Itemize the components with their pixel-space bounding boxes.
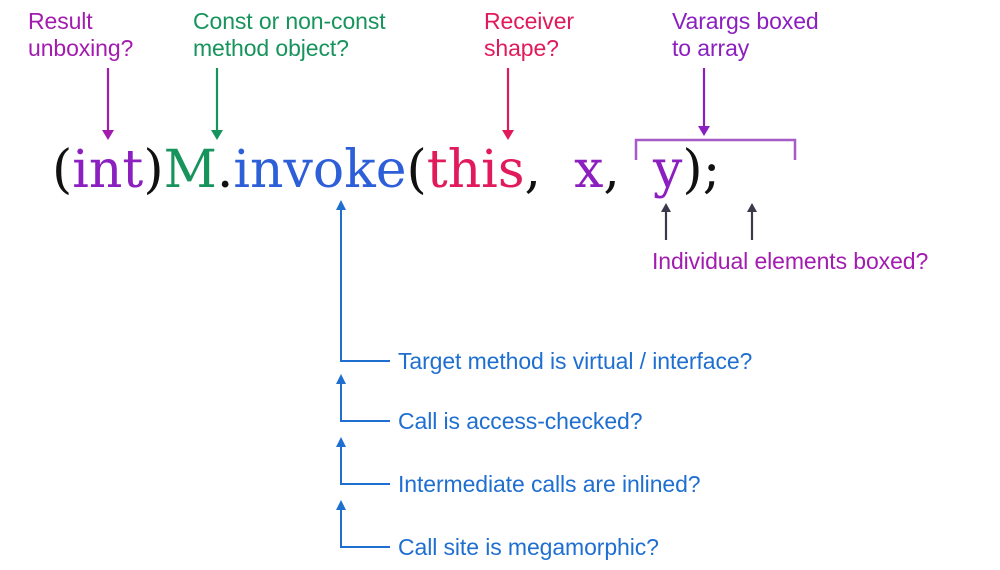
- code-token-10: ,: [603, 140, 637, 200]
- connector-call-site-megamorphic: [340, 509, 390, 548]
- connector-target-method-virtual-head: [336, 200, 346, 210]
- code-token-0: (: [52, 140, 73, 200]
- annotation-line: method object?: [193, 35, 349, 61]
- arrow-const-or-nonconst-head: [211, 130, 223, 140]
- connector-call-access-checked-head: [336, 374, 346, 384]
- connector-intermediate-calls-inlined-head: [336, 437, 346, 447]
- arrow-individual-element-0-head: [661, 203, 671, 212]
- connector-call-access-checked: [340, 383, 390, 422]
- arrow-result-unboxing-head: [102, 130, 114, 140]
- annotation-line: unboxing?: [28, 35, 134, 61]
- connector-call-site-megamorphic-head: [336, 500, 346, 510]
- code-token-7: this: [426, 140, 525, 200]
- arrow-individual-element-1-head: [747, 203, 757, 212]
- code-token-13: ;: [702, 140, 721, 200]
- annotation-individual-elements-boxed: Individual elements boxed?: [652, 248, 929, 274]
- annotation-call-site-megamorphic: Call site is megamorphic?: [398, 534, 659, 560]
- annotation-call-access-checked: Call is access-checked?: [398, 408, 643, 434]
- code-token-11: y: [636, 140, 683, 200]
- code-token-1: int: [72, 140, 144, 200]
- annotation-line: Const or non-const: [193, 8, 386, 34]
- code-expression: (int)M.invoke(this, x, y);: [52, 140, 720, 200]
- code-token-6: (: [406, 140, 427, 200]
- annotation-line: to array: [672, 35, 750, 61]
- code-token-5: invoke: [233, 140, 407, 200]
- connector-target-method-virtual: [340, 209, 390, 362]
- annotation-line: shape?: [484, 35, 559, 61]
- connector-intermediate-calls-inlined: [340, 446, 390, 485]
- annotation-line: Varargs boxed: [672, 8, 819, 34]
- code-token-3: M: [163, 140, 217, 200]
- annotation-target-method-virtual: Target method is virtual / interface?: [398, 348, 753, 374]
- code-token-2: ): [143, 140, 164, 200]
- annotation-line: Result: [28, 8, 93, 34]
- annotation-line: Receiver: [484, 8, 574, 34]
- code-token-4: .: [216, 140, 234, 200]
- code-token-9: x: [557, 140, 604, 200]
- annotation-intermediate-calls-inlined: Intermediate calls are inlined?: [398, 471, 701, 497]
- arrow-receiver-shape-head: [502, 130, 514, 140]
- code-token-12: ): [682, 140, 703, 200]
- code-token-8: ,: [524, 140, 558, 200]
- arrow-varargs-boxed-head: [698, 126, 710, 136]
